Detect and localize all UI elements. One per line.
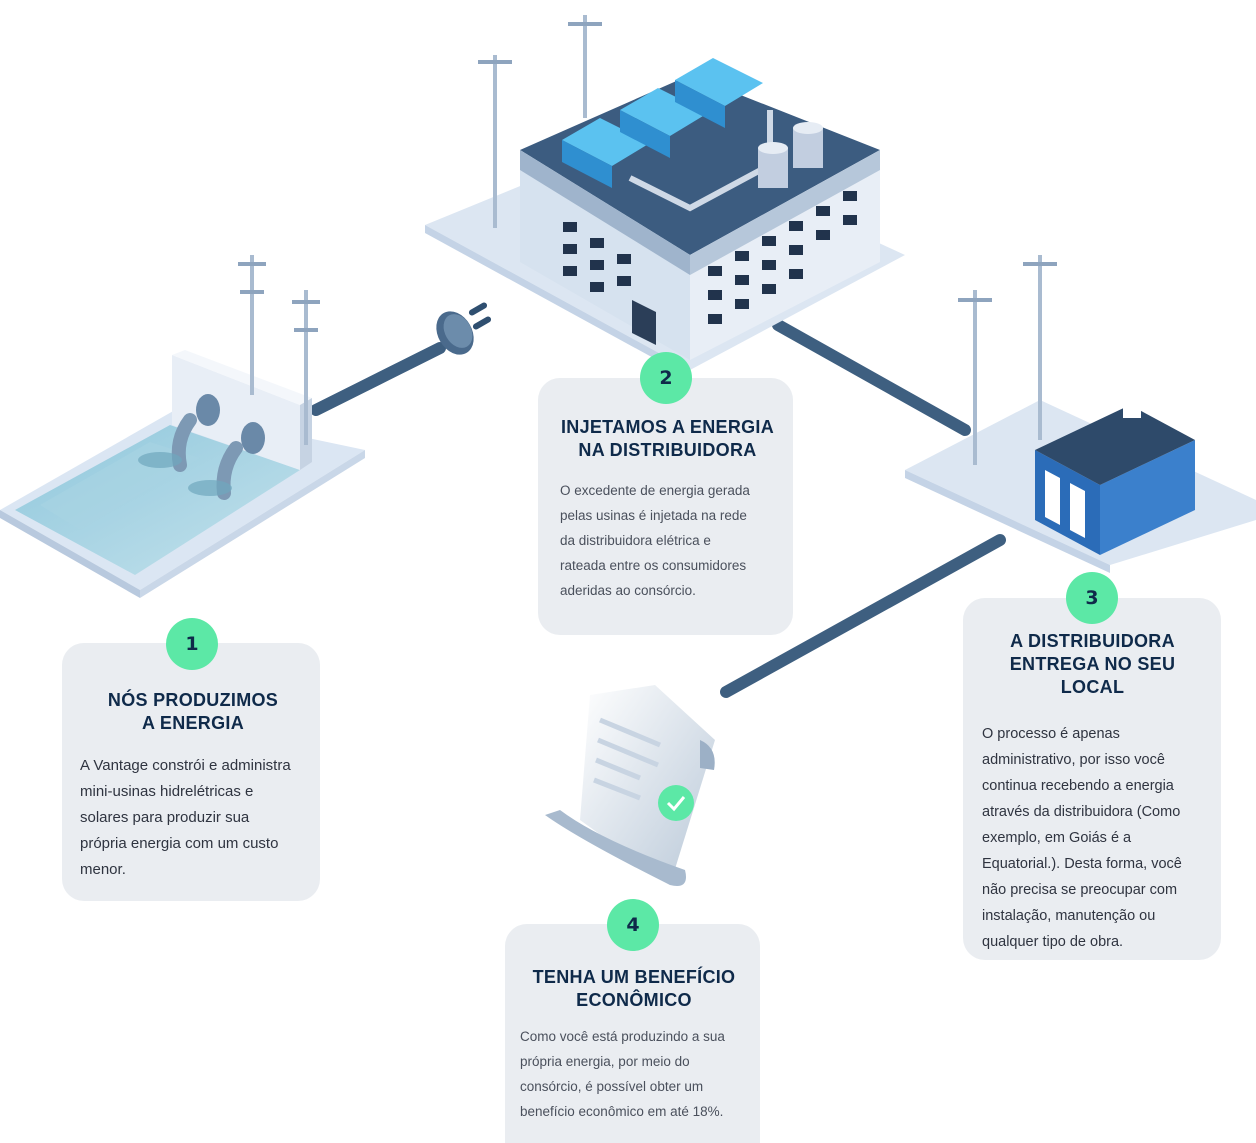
step-number-badge-2: 2: [640, 352, 692, 404]
distributor-building-icon: [425, 15, 905, 378]
step-number-badge-1: 1: [166, 618, 218, 670]
step-text-3: O processo é apenas administrativo, por …: [982, 726, 1182, 950]
hydro-plant-icon: [0, 255, 365, 598]
step-number-badge-3: 3: [1066, 572, 1118, 624]
connector-lines: [310, 319, 1006, 698]
substation-house-icon: [905, 255, 1256, 573]
step-text-1: A Vantage constrói e administra mini-usi…: [80, 757, 291, 878]
power-plug-icon: [436, 302, 492, 355]
connector-line-2-3: [772, 319, 971, 436]
step-card-4: TENHA UM BENEFÍCIO ECONÔMICO Como você e…: [505, 924, 760, 1143]
step-title-3: A DISTRIBUIDORA ENTREGA NO SEU LOCAL: [1009, 631, 1176, 697]
step-number-badge-4: 4: [607, 899, 659, 951]
step-title-2: INJETAMOS A ENERGIA NA DISTRIBUIDORA: [560, 417, 775, 460]
step-text-2: O excedente de energia gerada pelas usin…: [560, 483, 750, 598]
connector-line-3-4: [720, 534, 1006, 698]
step-title-1: NÓS PRODUZIMOS A ENERGIA: [107, 690, 279, 733]
step-title-4: TENHA UM BENEFÍCIO ECONÔMICO: [532, 967, 736, 1010]
step-text-4: Como você está produzindo a sua própria …: [520, 1029, 725, 1119]
connector-line-1-2: [310, 342, 446, 416]
step-card-1: NÓS PRODUZIMOS A ENERGIA A Vantage const…: [62, 643, 320, 901]
step-card-2: INJETAMOS A ENERGIA NA DISTRIBUIDORA O e…: [538, 378, 793, 635]
step-card-3: A DISTRIBUIDORA ENTREGA NO SEU LOCAL O p…: [963, 598, 1221, 960]
document-check-icon: [545, 685, 715, 886]
roof-panel: [562, 58, 763, 166]
